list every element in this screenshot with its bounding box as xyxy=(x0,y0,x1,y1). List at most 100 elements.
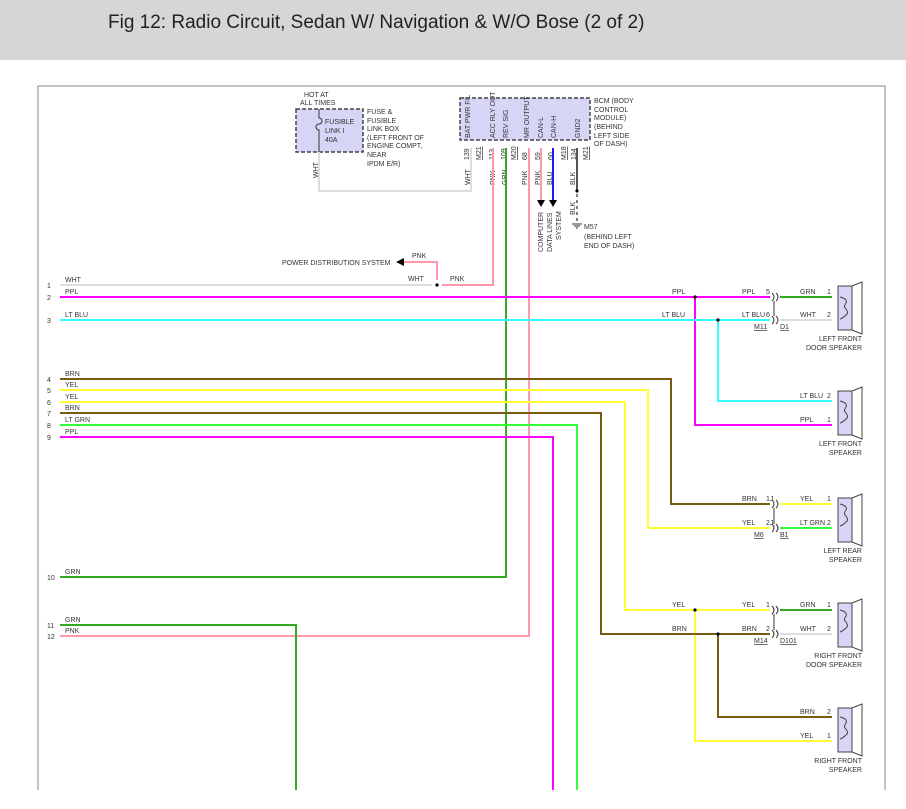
pin-number: 2 xyxy=(827,709,831,716)
bcm-pin-name: ACC RLY OUT xyxy=(490,91,497,138)
harness-wires xyxy=(60,284,832,790)
fuse-desc: LINK BOX xyxy=(367,126,400,133)
fuse-text: 40A xyxy=(325,137,338,144)
speaker-name: RIGHT FRONT xyxy=(814,653,862,660)
figure-title: Fig 12: Radio Circuit, Sedan W/ Navigati… xyxy=(108,12,645,33)
wire-color-label: BRN xyxy=(65,371,80,378)
bcm-pin-number: 134 xyxy=(571,148,578,160)
wire-number: 4 xyxy=(47,377,51,384)
wire-label: PNK xyxy=(535,170,542,185)
wire-label: BRN xyxy=(672,626,687,633)
bcm-module: BAT PWR F/L ACC RLY OUT REV SIG MR OUTPU… xyxy=(459,91,634,160)
bcm-pin-name: CAN-H xyxy=(551,116,558,138)
wire-label: GRN xyxy=(800,602,816,609)
fuse-hot-label: ALL TIMES xyxy=(300,100,336,107)
fuse-text: LINK I xyxy=(325,128,345,135)
connector-id: M11 xyxy=(754,324,767,331)
wire-color-label: BRN xyxy=(65,405,80,412)
connector-id: M21 xyxy=(583,146,590,160)
bcm-pin-name: GND2 xyxy=(575,118,582,138)
connector-id: M20 xyxy=(511,146,518,160)
connector-id: D1 xyxy=(780,324,789,331)
splice-dot xyxy=(435,283,439,287)
wire-pnk-power xyxy=(404,261,438,280)
fuse-desc: NEAR xyxy=(367,152,386,159)
wire-label: BRN xyxy=(742,496,757,503)
pin-number: 2 xyxy=(827,520,831,527)
speaker-name: LEFT FRONT xyxy=(819,336,863,343)
arrow-icon xyxy=(537,200,557,207)
bcm-pin-name: MR OUTPUT xyxy=(524,96,531,138)
pin-number: 6 xyxy=(766,312,770,319)
wire-pnk-acc xyxy=(442,148,494,286)
pin-number: 2 xyxy=(827,626,831,633)
fuse-box-outline xyxy=(295,108,364,153)
speaker-name: SPEAKER xyxy=(829,767,862,774)
wire-color-label: PNK xyxy=(65,628,80,635)
arrow-icon xyxy=(396,258,404,266)
speaker-name: DOOR SPEAKER xyxy=(806,345,862,352)
pin-number: 1 xyxy=(827,417,831,424)
bcm-pin-number: 68 xyxy=(522,152,529,160)
wire-label: PNK xyxy=(412,253,427,260)
connector-id: M14 xyxy=(754,638,768,645)
wire-color-label: WHT xyxy=(65,277,82,284)
pin-number: 2 xyxy=(827,312,831,319)
wire-label: YEL xyxy=(800,733,813,740)
pin-number: 1 xyxy=(827,496,831,503)
connector-id: D101 xyxy=(780,638,797,645)
connector-id: M21 xyxy=(476,146,483,160)
speaker-name: RIGHT FRONT xyxy=(814,758,862,765)
connector-id: B1 xyxy=(780,532,789,539)
fuse-hot-label: HOT AT xyxy=(304,92,329,99)
wire-color-label: YEL xyxy=(65,394,78,401)
wire-wht-fuse xyxy=(318,148,472,192)
diagram-frame xyxy=(37,85,886,790)
speaker-name: SPEAKER xyxy=(829,557,862,564)
wire-label: YEL xyxy=(672,602,685,609)
wire-color-label: PPL xyxy=(65,429,78,436)
bcm-pin-number: 60 xyxy=(548,152,555,160)
wire-label: LT BLU xyxy=(800,393,823,400)
ground-label: END OF DASH) xyxy=(584,243,634,250)
bcm-pin-name: REV SIG xyxy=(503,110,510,138)
data-lines-label: DATA LINES xyxy=(547,212,554,252)
ground-label: (BEHIND LEFT xyxy=(584,234,633,241)
wire-label: WHT xyxy=(465,168,472,185)
fuse-text: FUSIBLE xyxy=(325,119,355,126)
ground-icon xyxy=(572,223,582,229)
wire-label: BLK xyxy=(570,201,577,215)
wire-label: BRN xyxy=(800,709,815,716)
wire-number: 11 xyxy=(47,623,54,630)
speaker-name: LEFT FRONT xyxy=(819,441,863,448)
connector-id: M18 xyxy=(561,146,568,160)
fuse-icon xyxy=(315,109,323,152)
wire-number: 5 xyxy=(47,388,51,395)
wire-label: LT BLU xyxy=(742,312,765,319)
pin-number: 2 xyxy=(827,393,831,400)
connector-id: M6 xyxy=(754,532,764,539)
pin-number: 1 xyxy=(827,289,831,296)
pin-number: 5 xyxy=(766,289,770,296)
fuse-desc: ENGINE COMPT, xyxy=(367,143,422,150)
wire-color-label: PPL xyxy=(65,289,78,296)
wire-label: PPL xyxy=(742,289,755,296)
fuse-desc: (LEFT FRONT OF xyxy=(367,135,424,142)
bcm-pin-name: BAT PWR F/L xyxy=(465,95,472,138)
wire-label: PNK xyxy=(522,170,529,185)
speaker-name: DOOR SPEAKER xyxy=(806,662,862,669)
wire-label: BLU xyxy=(547,171,554,185)
wire-label: LT GRN xyxy=(800,520,825,527)
ground-label: M57 xyxy=(584,224,598,231)
speaker-icon xyxy=(837,602,853,648)
wire-label: GRN xyxy=(800,289,816,296)
bcm-desc: (BEHIND xyxy=(594,124,623,131)
wire-label: PPL xyxy=(800,417,813,424)
pin-number: 1 xyxy=(827,602,831,609)
wire-color-label: LT BLU xyxy=(65,312,88,319)
